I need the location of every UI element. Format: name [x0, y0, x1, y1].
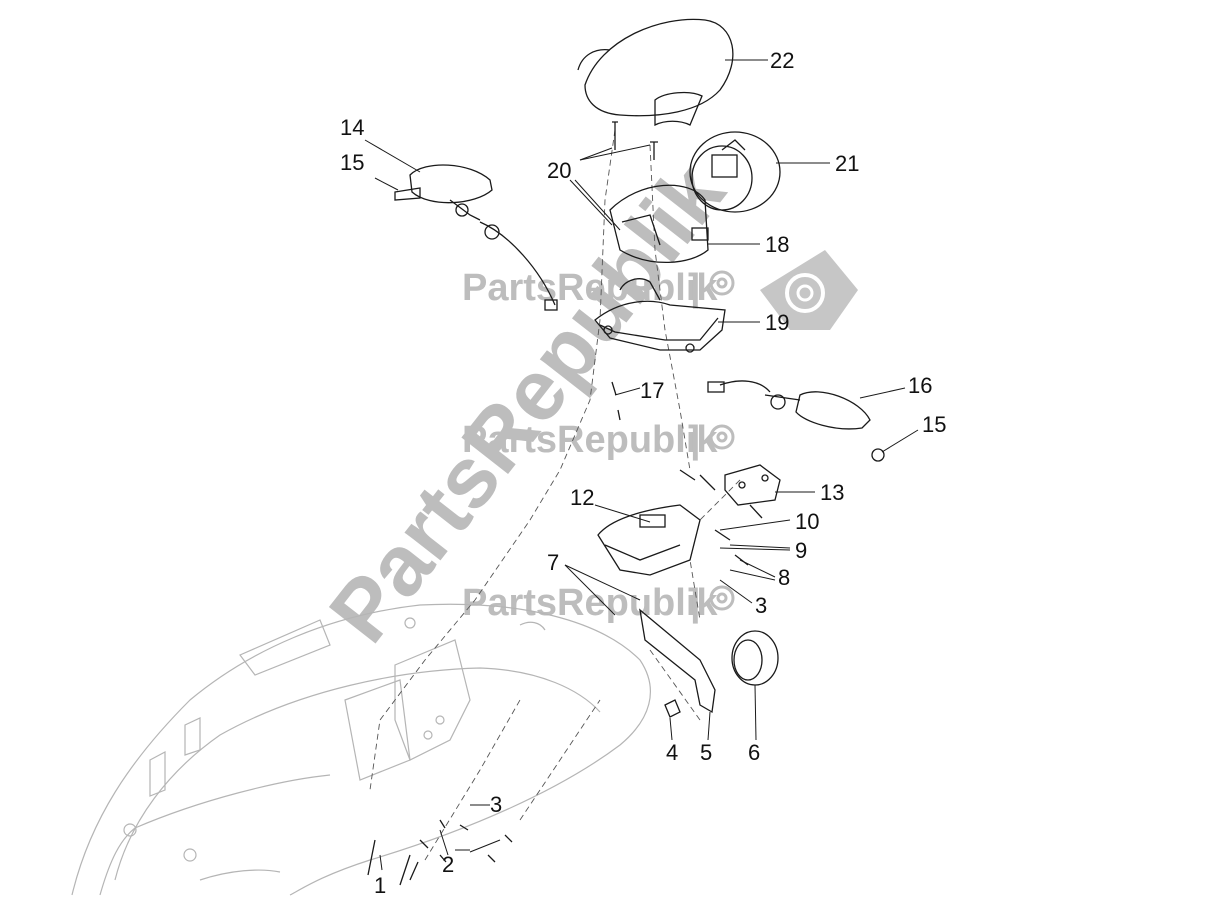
callout-2: 2: [442, 852, 454, 877]
callout-18: 17: [640, 378, 664, 403]
callout-17: 18: [765, 232, 789, 257]
left-indicator-part: [394, 164, 558, 311]
callout-20: 19: [765, 310, 789, 335]
callout-15-left: 15: [340, 150, 364, 175]
callout-14: 14: [340, 115, 364, 140]
callout-10: 10: [795, 509, 819, 534]
rear-fender: [71, 603, 651, 896]
callout-3-lower: 3: [490, 792, 502, 817]
callout-5: 5: [700, 740, 712, 765]
callout-4: 4: [666, 740, 678, 765]
watermark-separator: |: [690, 267, 701, 309]
callout-22: 22: [770, 48, 794, 73]
callout-21: 20: [547, 158, 571, 183]
callout-19: 21: [835, 151, 859, 176]
callout-7: 7: [547, 550, 559, 575]
headlight-bracket-part: [594, 278, 726, 353]
watermark-layer: PartsRepublik PartsRepublik PartsRepubli…: [311, 145, 858, 660]
instrument-housing-part: [609, 184, 709, 264]
fasteners: [367, 121, 763, 886]
watermark-separator: |: [690, 419, 701, 461]
watermark-text: PartsRepublik: [462, 419, 718, 461]
gear-icon: [709, 270, 735, 611]
plate-holder-bracket-part: [597, 464, 781, 576]
callout-9: 9: [795, 538, 807, 563]
watermark-separator: |: [690, 582, 701, 624]
watermark-text: PartsRepublik: [462, 267, 718, 309]
callout-labels: 22 21 20 14 15 18 19 17 16 15 13 12 10 9…: [340, 48, 946, 898]
watermark-text: PartsRepublik: [462, 582, 718, 624]
leader-lines: [364, 59, 919, 871]
callout-13: 13: [820, 480, 844, 505]
callout-1: 1: [374, 873, 386, 898]
callout-15-right: 15: [922, 412, 946, 437]
headlight-cover-part: [577, 18, 734, 127]
instrument-part: [689, 131, 781, 213]
assembly-lines: [369, 129, 741, 861]
callout-8: 8: [778, 565, 790, 590]
licence-light-part: [639, 608, 779, 718]
right-indicator-part: [707, 380, 885, 462]
callout-16: 16: [908, 373, 932, 398]
logo-shield-icon: [760, 250, 858, 330]
callout-6: 6: [748, 740, 760, 765]
callout-3-upper: 3: [755, 593, 767, 618]
callout-12: 12: [570, 485, 594, 510]
